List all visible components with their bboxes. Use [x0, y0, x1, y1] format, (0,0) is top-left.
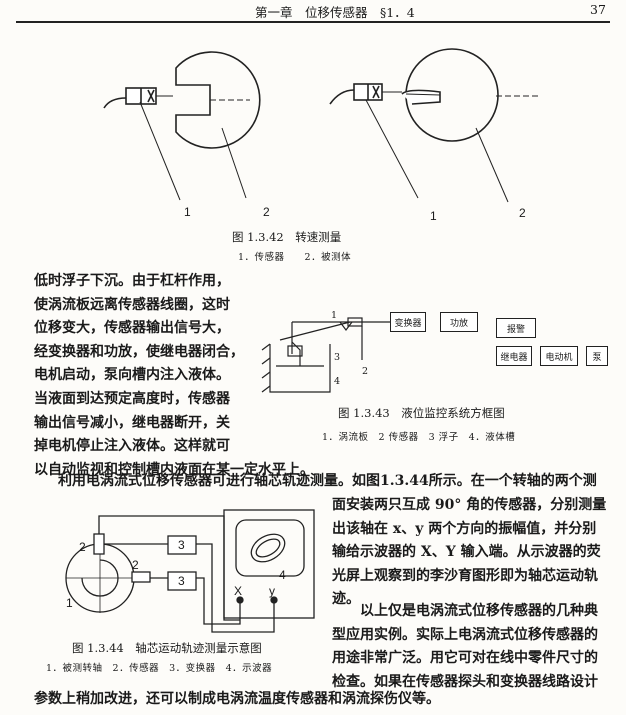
- fig42-label-1: 1: [184, 205, 191, 219]
- fig42-label-2b: 2: [519, 206, 526, 220]
- fig43-label-3: 3: [334, 352, 341, 363]
- fig44-label-4: 4: [279, 568, 286, 582]
- fig43-caption: 图 1.3.43 液位监控系统方框图: [338, 406, 505, 420]
- fig44-label-3b: 3: [178, 574, 185, 588]
- fig42-legend: 1．传感器 2．被测体: [238, 252, 352, 263]
- paragraph-3: 以上仅是电涡流式位移传感器的几种典 型应用实例。实际上电涡流式位移传感器的 用途…: [332, 600, 598, 694]
- amplifier-block: 功放: [440, 312, 478, 332]
- fig42-caption: 图 1.3.42 转速测量: [232, 230, 342, 244]
- pump-block: 泵: [586, 346, 608, 366]
- alarm-block: 报警: [496, 318, 536, 338]
- fig42-label-1b: 1: [430, 209, 437, 223]
- p1-line: 经变换器和功放，使继电器闭合，: [34, 343, 244, 360]
- fig44-label-1: 1: [66, 596, 73, 610]
- converter-block: 变换器: [390, 312, 426, 332]
- p2-line: 面安装两只互成 90° 角的传感器，分别测量: [332, 497, 607, 513]
- fig44-legend: 1．被测转轴 2．传感器 3．变换器 4．示波器: [46, 663, 273, 674]
- fig42-label-2: 2: [263, 205, 270, 219]
- p3-line: 用途非常广泛。用它可对在线中零件尺寸的: [332, 650, 598, 667]
- p1-line: 以自动监视和控制槽内液面在某一定水平上。: [34, 461, 314, 478]
- fig43-label-2: 2: [362, 366, 369, 377]
- rotor-left: [175, 51, 261, 149]
- fig44-label-2a: 2: [79, 540, 86, 554]
- p1-line: 低时浮子下沉。由于杠杆作用，: [34, 273, 230, 289]
- p1-line: 掉电机停止注入液体。这样就可: [34, 438, 230, 455]
- p3-line: 型应用实例。实际上电涡流式位移传感器的: [332, 626, 598, 643]
- p1-line: 使涡流板远离传感器线圈，这时: [34, 296, 230, 313]
- fig43-label-1: 1: [331, 310, 338, 321]
- fig43-label-4: 4: [334, 376, 341, 387]
- page-number: 37: [590, 2, 606, 17]
- relay-block: 继电器: [496, 346, 532, 366]
- p2-line: 出该轴在 x、y 两个方向的振幅值，并分别: [332, 520, 597, 537]
- p2-line: 光屏上观察到的李沙育图形即为轴芯运动轨: [332, 567, 598, 584]
- fig44-label-2b: 2: [132, 558, 139, 572]
- p2-line: 输给示波器的 X、Y 输入端。从示波器的荧: [332, 544, 601, 561]
- paragraph-1: 低时浮子下沉。由于杠杆作用， 使涡流板远离传感器线圈，这时 位移变大，传感器输出…: [34, 270, 314, 482]
- p1-line: 当液面到达预定高度时，传感器: [34, 390, 230, 407]
- p1-line: 输出信号减小，继电器断开，关: [34, 414, 230, 431]
- p3-line: 检查。如果在传感器探头和变换器线路设计: [332, 673, 598, 690]
- p2-line: 迹。: [332, 591, 360, 608]
- fig44-label-y: y: [269, 584, 275, 598]
- p1-line: 电机启动，泵向槽内注入液体。: [34, 367, 230, 384]
- chapter-header: 第一章 位移传感器 §1．4: [255, 5, 415, 20]
- paragraph-3-last-line: 参数上稍加改进，还可以制成电涡流温度传感器和涡流探伤仪等。: [34, 691, 440, 707]
- fig44-caption: 图 1.3.44 轴芯运动轨迹测量示意图: [72, 641, 262, 655]
- p3-line: 以上仅是电涡流式位移传感器的几种典: [360, 603, 598, 619]
- paragraph-2-first-line: 利用电涡流式位移传感器可进行轴芯轨迹测量。如图1.3.44所示。在一个转轴的两个…: [58, 473, 597, 489]
- fig43-legend: 1．涡流板 2 传感器 3 浮子 4．液体槽: [322, 432, 516, 443]
- paragraph-2: 面安装两只互成 90° 角的传感器，分别测量 出该轴在 x、y 两个方向的振幅值…: [332, 494, 606, 612]
- p1-line: 位移变大，传感器输出信号大，: [34, 320, 230, 337]
- fig44-label-x: X: [234, 584, 243, 598]
- motor-block: 电动机: [540, 346, 578, 366]
- header-rule: [16, 21, 610, 23]
- fig44-label-3a: 3: [178, 538, 185, 552]
